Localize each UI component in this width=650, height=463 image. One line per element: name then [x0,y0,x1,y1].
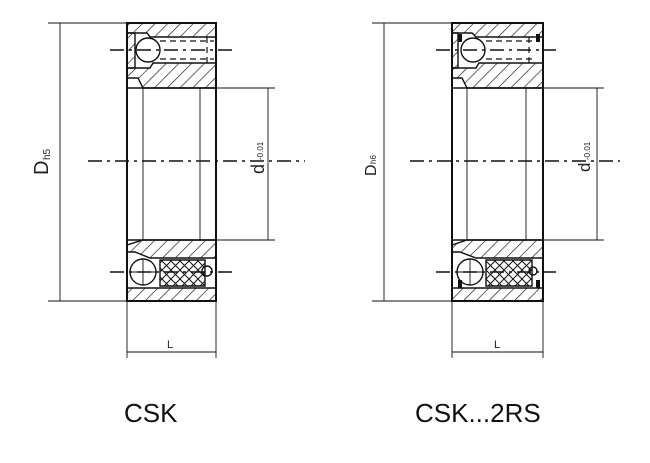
csk-2rs-bottom-left-seal [458,280,462,288]
csk-2rs-width-dimension: L [451,301,544,358]
csk-2rs-drawing: D h6 d -0.01 L [363,22,620,358]
csk-2rs-caption: CSK...2RS [415,398,541,428]
csk-2rs-top-right-seal [536,34,540,42]
csk-2rs-top-ball [460,37,486,63]
csk-bore-dimension: d -0.01 [216,87,275,241]
csk-2rs-width-dim-label: L [494,339,500,351]
csk-2rs-bottom-right-seal [536,280,540,288]
csk-2rs-bore-dim-label: d [575,163,594,172]
csk-drawing: D h5 d -0.01 L [31,22,305,358]
csk-bore-dim-label: d [248,164,268,174]
csk-2rs-bore-dimension: d -0.01 [543,87,604,241]
csk-outer-diameter-dimension: D h5 [31,22,127,302]
csk-2rs-bore-dim-tolerance: -0.01 [583,141,592,160]
csk-2rs-outer-dim-label: D [363,164,380,176]
csk-top-ball [135,37,161,63]
csk-bore-dim-tolerance: -0.01 [256,141,265,160]
csk-2rs-top-left-seal [458,34,462,42]
csk-bottom-section [126,239,217,302]
csk-outer-dim-tolerance: h5 [42,148,53,160]
csk-2rs-outer-diameter-dimension: D h6 [363,22,452,302]
csk-width-dimension: L [126,301,217,358]
csk-outer-dim-label: D [31,161,53,175]
csk-2rs-bottom-section [451,239,544,302]
csk-2rs-top-section [451,22,544,89]
csk-width-dim-label: L [167,339,173,351]
csk-2rs-outer-dim-tolerance: h6 [369,155,378,164]
csk-caption: CSK [124,398,178,428]
csk-top-section [126,22,217,89]
